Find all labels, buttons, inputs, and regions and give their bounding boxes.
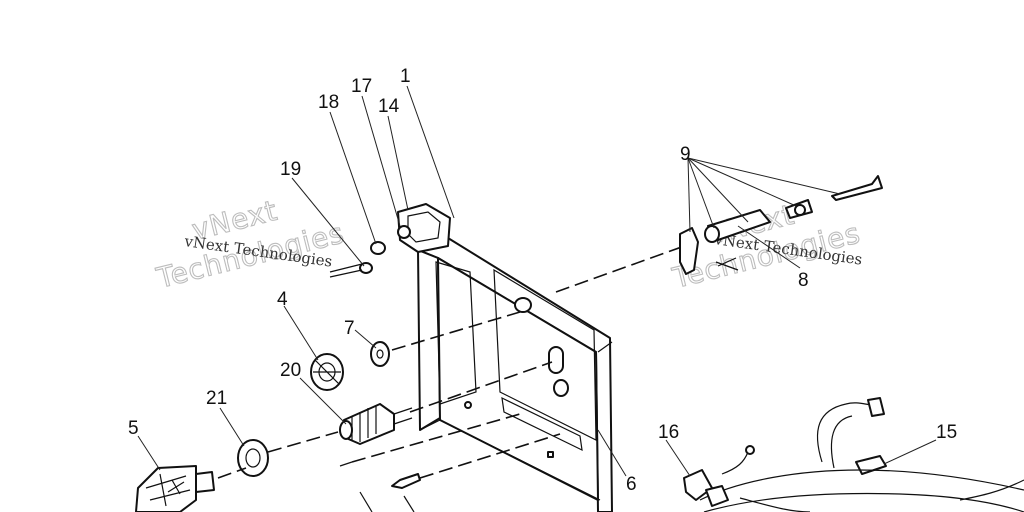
callout-5: 5: [128, 418, 139, 439]
callout-labels: 1 17 18 14 19 4 7 20 21 5 9 8 16 15 6: [128, 66, 957, 495]
callout-4: 4: [277, 289, 288, 310]
hinge-assembly: [679, 175, 883, 275]
wire-harness: [683, 397, 1024, 512]
callout-8: 8: [798, 270, 809, 291]
callout-20: 20: [280, 360, 301, 381]
main-panel: [417, 237, 613, 512]
callout-14: 14: [378, 96, 400, 117]
callout-21: 21: [206, 388, 227, 409]
callout-15: 15: [936, 422, 957, 443]
switch-20: [339, 403, 413, 445]
screws-lower: [339, 461, 421, 512]
assembly-center-lines: [217, 243, 691, 479]
top-bracket: [397, 203, 451, 253]
nut-21: [237, 439, 269, 477]
callout-9: 9: [680, 144, 691, 165]
watermark-left: Technologies vNext vNext Technologies: [152, 193, 348, 295]
callout-19: 19: [280, 159, 301, 180]
knob-5: [135, 465, 215, 512]
nut-4: [310, 353, 344, 391]
leader-lines: [137, 85, 937, 477]
callout-17: 17: [351, 76, 372, 97]
callout-6: 6: [626, 474, 637, 495]
callout-18: 18: [318, 92, 339, 113]
callout-16: 16: [658, 422, 679, 443]
callout-1: 1: [400, 66, 411, 87]
callout-7: 7: [344, 318, 355, 339]
